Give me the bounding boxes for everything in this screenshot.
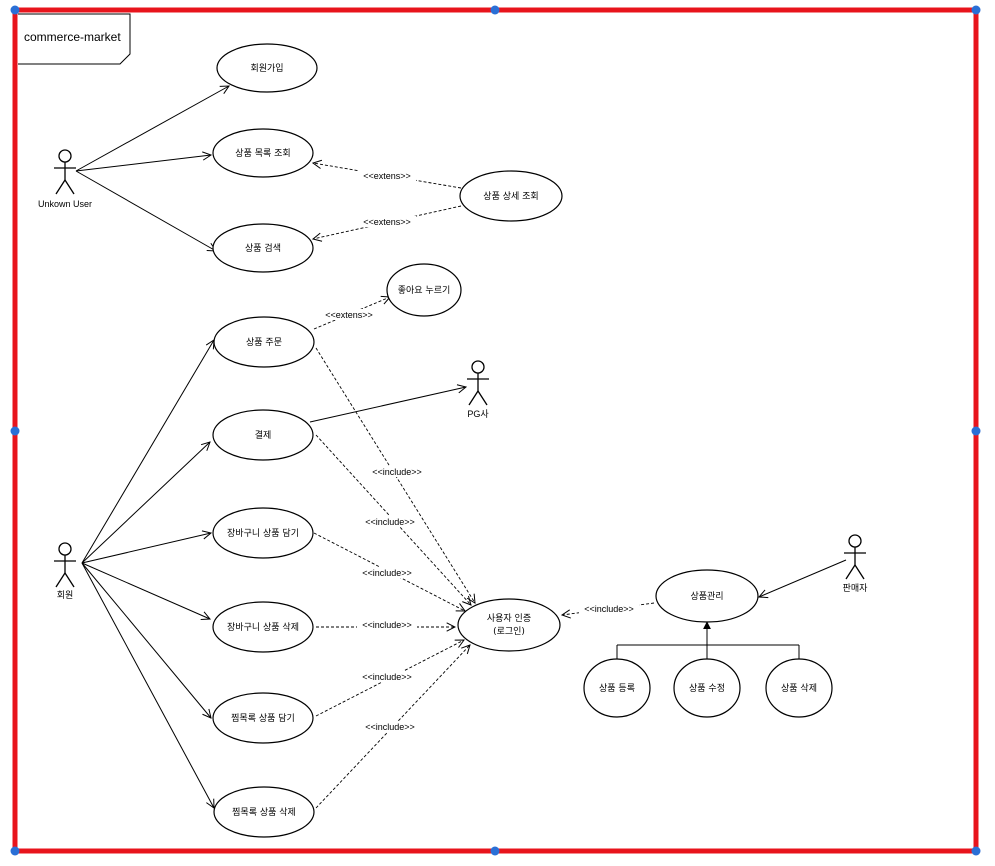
include-line [313,532,465,611]
use-case-product-edit[interactable] [673,658,741,718]
include-label: <<include>> [362,568,412,578]
use-case-label: 상품 삭제 [781,683,817,694]
actor-label-member: 회원 [57,590,74,600]
actor-pg[interactable] [467,360,489,406]
actor-unknown-user[interactable] [54,149,76,195]
association-line [81,340,214,564]
association-line [75,155,211,172]
association-line [81,562,211,718]
frame-title-tab [18,13,131,65]
use-case-product-search[interactable] [212,223,314,273]
use-case-product-manage[interactable] [655,569,759,623]
actor-label-unknown-user: Unkown User [38,199,92,209]
resize-handle[interactable] [10,846,20,856]
use-case-product-delete[interactable] [765,658,833,718]
use-case-label: 회원가입 [250,62,283,74]
use-case-label: 결제 [255,430,272,441]
association-line [81,533,211,564]
include-line [315,640,464,717]
use-case-label: 찜목록 상품 담기 [231,712,295,724]
use-case-label: 상품 상세 조회 [483,191,538,202]
use-case-auth[interactable] [457,598,561,652]
use-case-label: (로그인) [493,626,525,637]
association-line [75,86,229,172]
frame-title: commerce-market [24,30,121,44]
use-case-label: 사용자 인증 [487,613,531,624]
use-case-product-list[interactable] [212,128,314,178]
use-case-label: 상품 목록 조회 [235,148,290,159]
use-case-wish-remove[interactable] [213,786,315,838]
resize-handle[interactable] [971,426,981,436]
selection-handles[interactable] [10,5,981,856]
use-case-label: 상품 주문 [246,337,282,348]
use-case-like[interactable] [386,263,462,317]
association-line [309,387,466,423]
extend-label: <<extens>> [363,217,411,227]
use-case-label: 상품 등록 [599,683,635,694]
include-label: <<include>> [362,620,412,630]
actor-label-seller: 판매자 [843,583,869,593]
association-line [75,170,216,251]
use-case-cart-add[interactable] [212,507,314,559]
resize-handle[interactable] [10,5,20,15]
include-label: <<include>> [365,722,415,732]
use-case-label: 상품 수정 [689,683,725,694]
resize-handle[interactable] [490,5,500,15]
use-case-product-register[interactable] [583,658,651,718]
resize-handle[interactable] [971,846,981,856]
include-label: <<include>> [362,672,412,682]
use-case-order[interactable] [213,316,315,368]
use-case-cart-remove[interactable] [212,601,314,653]
association-line [81,442,210,564]
resize-handle[interactable] [971,5,981,15]
associations [75,86,847,808]
use-case-product-detail[interactable] [459,170,563,222]
use-case-label: 상품 검색 [245,242,281,254]
include-label: <<include>> [365,517,415,527]
use-case-wish-add[interactable] [212,692,314,744]
extend-label: <<extens>> [363,171,411,181]
use-case-label: 장바구니 상품 담기 [227,527,299,539]
actor-label-pg: PG사 [467,409,489,419]
diagram-frame[interactable] [12,7,979,854]
association-line [759,559,847,597]
actor-member[interactable] [54,542,76,588]
use-case-label: 찜목록 상품 삭제 [232,807,296,818]
association-line [81,562,210,619]
actor-seller[interactable] [844,534,866,580]
use-case-signup[interactable] [216,43,318,93]
use-case-label: 장바구니 상품 삭제 [227,622,299,633]
resize-handle[interactable] [10,426,20,436]
include-label: <<include>> [584,604,634,614]
extend-label: <<extens>> [325,310,373,320]
include-label: <<include>> [372,467,422,477]
use-case-payment[interactable] [212,409,314,461]
use-case-label: 좋아요 누르기 [398,285,451,296]
generalization [616,621,800,660]
use-case-label: 상품관리 [690,591,723,602]
resize-handle[interactable] [490,846,500,856]
association-line [81,562,214,808]
stereotype-labels: <<extens>> <<extens>> <<extens>> <<inclu… [320,170,639,732]
